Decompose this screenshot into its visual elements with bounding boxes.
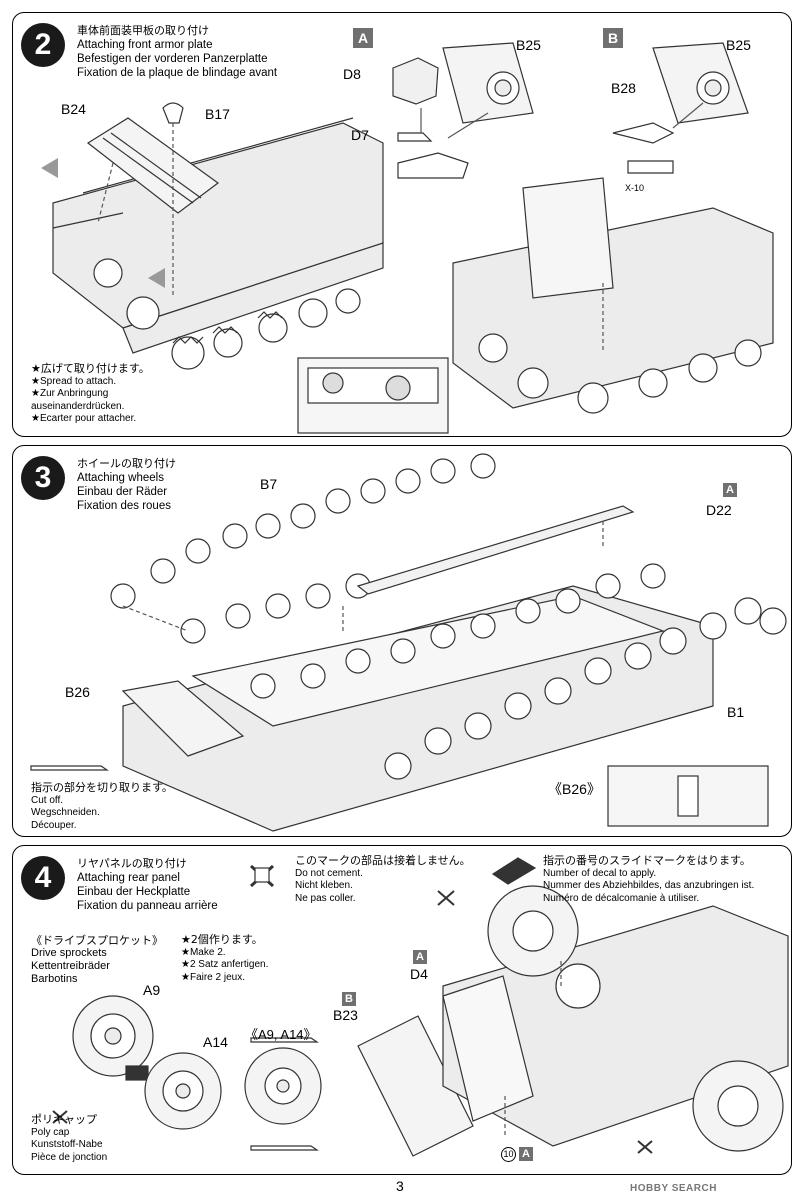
part-label-a14: A14: [203, 1034, 228, 1050]
no-cement-note: このマークの部品は接着しません。 Do not cement. Nicht kl…: [295, 854, 471, 905]
title-jp: リヤパネルの取り付け: [77, 857, 187, 870]
step-title: ホイールの取り付け Attaching wheels Einbau der Rä…: [77, 457, 176, 513]
note-line: Numéro de décalcomanie à utiliser.: [543, 892, 700, 904]
part-label-b26-detail: 《B26》: [548, 781, 601, 797]
sprue-a-box-decal: A: [519, 1147, 533, 1161]
step-number-badge: 3: [21, 456, 65, 500]
note-line: ★Zur Anbringung: [31, 388, 109, 399]
poly-cap-note: ポリキャップ Poly cap Kunststoff-Nabe Pièce de…: [31, 1113, 108, 1164]
part-label-d22: D22: [706, 502, 732, 518]
note-line: Number of decal to apply.: [543, 867, 657, 879]
title-en: Attaching rear panel: [77, 872, 180, 884]
part-label-b1: B1: [727, 704, 745, 720]
note-line: Nummer des Abziehbildes, das anzubringen…: [543, 880, 755, 891]
note-line: Kettentreibräder: [31, 960, 110, 972]
sprocket-title: 《ドライブスプロケット》 Drive sprockets Kettentreib…: [31, 934, 163, 986]
note-line: 指示の番号のスライドマークをはります。: [543, 854, 751, 867]
spread-note: ★広げて取り付けます。 ★Spread to attach. ★Zur Anbr…: [31, 362, 150, 426]
sprue-b-box: B: [603, 28, 623, 48]
sprue-a-box: A: [353, 28, 373, 48]
page-number: 3: [396, 1178, 404, 1194]
part-label-d4: D4: [410, 966, 428, 982]
step-title: 車体前面装甲板の取り付け Attaching front armor plate…: [77, 24, 277, 80]
note-line: Poly cap: [31, 1126, 70, 1138]
title-fr: Fixation du panneau arrière: [77, 900, 218, 912]
part-label-d7: D7: [351, 127, 369, 143]
part-label-a9-a14: 《A9, A14》: [245, 1027, 317, 1042]
title-fr: Fixation des roues: [77, 500, 171, 512]
sprue-b-box: B: [342, 992, 356, 1006]
cut-note: 指示の部分を切り取ります。 Cut off. Wegschneiden. Déc…: [31, 781, 173, 832]
title-en: Attaching wheels: [77, 472, 164, 484]
part-label-b24: B24: [61, 101, 86, 117]
note-line: ★2個作ります。: [181, 933, 263, 946]
part-label-b26: B26: [65, 684, 90, 700]
note-line: Ne pas coller.: [295, 892, 356, 904]
step-number-badge: 2: [21, 23, 65, 67]
part-label-b7: B7: [260, 476, 278, 492]
step-2-illustration: [41, 42, 774, 434]
title-de: Befestigen der vorderen Panzerplatte: [77, 53, 268, 65]
step-4-panel: 4 リヤパネルの取り付け Attaching rear panel Einbau…: [12, 845, 792, 1175]
title-en: Attaching front armor plate: [77, 39, 213, 51]
part-label-b17: B17: [205, 106, 230, 122]
note-line: Nicht kleben.: [295, 880, 353, 891]
part-label-a9: A9: [143, 982, 161, 998]
title-jp: ホイールの取り付け: [77, 457, 176, 470]
note-line: Do not cement.: [295, 867, 363, 879]
part-label-b23: B23: [333, 1007, 358, 1023]
step-3-panel: 3 ホイールの取り付け Attaching wheels Einbau der …: [12, 445, 792, 837]
step-number-badge: 4: [21, 856, 65, 900]
step-title: リヤパネルの取り付け Attaching rear panel Einbau d…: [77, 857, 218, 913]
note-line: ★Make 2.: [181, 946, 226, 958]
make-two-note: ★2個作ります。 ★Make 2. ★2 Satz anfertigen. ★F…: [181, 933, 269, 984]
sprue-a-box: A: [723, 483, 737, 497]
note-line: ★広げて取り付けます。: [31, 362, 150, 375]
note-line: ★Spread to attach.: [31, 375, 117, 387]
title-jp: 車体前面装甲板の取り付け: [77, 24, 209, 37]
note-line: 《ドライブスプロケット》: [31, 934, 163, 947]
decal-number: 10: [501, 1147, 516, 1162]
part-label-b25-b: B25: [726, 37, 751, 53]
part-label-b28: B28: [611, 80, 636, 96]
note-line: auseinanderdrücken.: [31, 400, 125, 412]
decal-note: 指示の番号のスライドマークをはります。 Number of decal to a…: [543, 854, 755, 905]
part-label-b25-a: B25: [516, 37, 541, 53]
note-line: Cut off.: [31, 794, 64, 806]
step-3-illustration: [30, 453, 787, 832]
title-de: Einbau der Räder: [77, 486, 168, 498]
part-label-x10: X-10: [625, 183, 645, 193]
note-line: Wegschneiden.: [31, 807, 100, 818]
step-4-illustration: [52, 857, 789, 1157]
part-label-d8: D8: [343, 66, 361, 82]
note-line: Drive sprockets: [31, 947, 107, 959]
note-line: Découper.: [31, 819, 77, 831]
note-line: Barbotins: [31, 973, 78, 985]
sprue-a-box: A: [413, 950, 427, 964]
note-line: このマークの部品は接着しません。: [295, 854, 471, 867]
title-de: Einbau der Heckplatte: [77, 886, 191, 898]
note-line: ★2 Satz anfertigen.: [181, 959, 269, 970]
note-line: 指示の部分を切り取ります。: [31, 781, 173, 794]
title-fr: Fixation de la plaque de blindage avant: [77, 67, 278, 79]
note-line: Kunststoff-Nabe: [31, 1139, 103, 1150]
watermark: HOBBY SEARCH: [630, 1183, 717, 1194]
note-line: ★Ecarter pour attacher.: [31, 413, 137, 424]
note-line: ★Faire 2 jeux.: [181, 971, 245, 983]
note-line: Pièce de jonction: [31, 1151, 108, 1163]
note-line: ポリキャップ: [31, 1113, 97, 1126]
step-2-panel: 2 車体前面装甲板の取り付け Attaching front armor pla…: [12, 12, 792, 437]
